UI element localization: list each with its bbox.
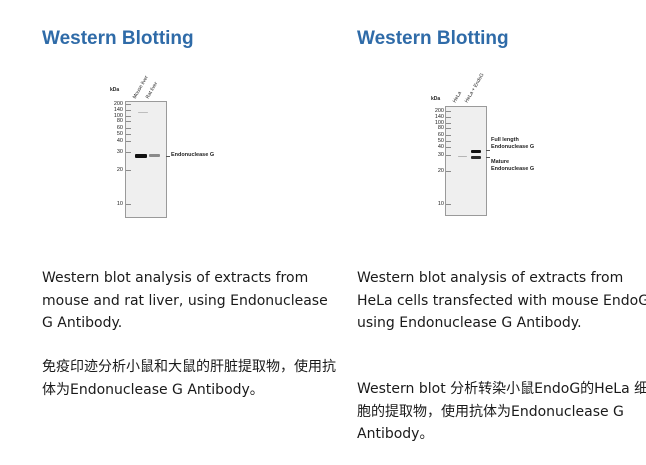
figure-panel-right: Western Blotting kDa 200 140 100 80 60 5…	[357, 0, 646, 465]
protein-band	[138, 112, 148, 113]
protein-band	[149, 154, 160, 157]
ladder-band	[446, 147, 451, 148]
ladder-band	[126, 170, 131, 171]
lane-label: Rat liver	[144, 81, 160, 100]
protein-band	[135, 154, 147, 158]
ladder-label: 10	[437, 201, 444, 207]
ladder-band	[126, 134, 131, 135]
ladder-label: 50	[437, 138, 444, 144]
lane-label: HeLa	[451, 90, 463, 104]
ladder-band	[446, 117, 451, 118]
figure-caption-english: Western blot analysis of extracts from m…	[42, 270, 328, 331]
band-annotation: Mature Endonuclease G	[491, 159, 534, 173]
ladder-label: 140	[113, 107, 123, 113]
ladder-band	[446, 111, 451, 112]
kda-label: kDa	[110, 87, 120, 93]
ladder-label: 20	[437, 168, 444, 174]
ladder-band	[446, 155, 451, 156]
ladder-label: 200	[434, 108, 444, 114]
ladder-band	[126, 204, 131, 205]
ladder-label: 30	[116, 149, 123, 155]
ladder-band	[446, 204, 451, 205]
ladder-label: 50	[116, 131, 123, 137]
band-annotation-line: Endonuclease G	[491, 166, 535, 172]
figure-panel-left: Western Blotting kDa 200 140 100 80 60 5…	[42, 0, 342, 465]
figure-caption-chinese: 免疫印迹分析小鼠和大鼠的肝脏提取物，使用抗体为Endonuclease G An…	[42, 359, 336, 398]
annotation-tick	[486, 157, 490, 158]
annotation-tick	[166, 156, 170, 157]
section-title: Western Blotting	[357, 28, 509, 49]
kda-label: kDa	[431, 96, 441, 102]
ladder-label: 100	[434, 120, 444, 126]
ladder-label: 10	[116, 201, 123, 207]
protein-band	[458, 156, 467, 157]
band-annotation-line: Full length	[491, 137, 519, 143]
ladder-band	[126, 128, 131, 129]
band-annotation: Endonuclease G	[171, 152, 215, 158]
ladder-label: 100	[113, 113, 123, 119]
ladder-band	[126, 104, 131, 105]
ladder-label: 140	[434, 114, 444, 120]
figure-caption-chinese: Western blot 分析转染小鼠EndoG的HeLa 细胞的提取物，使用抗…	[357, 381, 646, 442]
band-annotation-line: Endonuclease G	[491, 144, 535, 150]
ladder-band	[446, 135, 451, 136]
blot-membrane	[445, 106, 487, 216]
ladder-label: 40	[437, 144, 444, 150]
ladder-label: 60	[437, 132, 444, 138]
ladder-label: 40	[116, 138, 123, 144]
band-annotation-line: Mature	[491, 159, 510, 165]
ladder-band	[126, 110, 131, 111]
ladder-label: 80	[116, 118, 123, 124]
ladder-band	[446, 123, 451, 124]
blot-membrane	[125, 101, 167, 218]
ladder-label: 60	[116, 125, 123, 131]
ladder-label: 30	[437, 152, 444, 158]
figure-caption-english: Western blot analysis of extracts from H…	[357, 270, 646, 331]
annotation-tick	[486, 150, 490, 151]
ladder-band	[126, 121, 131, 122]
protein-band	[471, 150, 481, 153]
ladder-band	[126, 152, 131, 153]
ladder-band	[446, 171, 451, 172]
ladder-label: 200	[113, 101, 123, 107]
ladder-label: 20	[116, 167, 123, 173]
section-title: Western Blotting	[42, 28, 194, 49]
band-annotation: Full length Endonuclease G	[491, 137, 534, 151]
ladder-band	[126, 116, 131, 117]
protein-band	[471, 156, 481, 159]
western-blot-image: kDa 200 140 100 80 60 50 40 30 20 10 HeL…	[431, 72, 571, 222]
ladder-band	[446, 128, 451, 129]
ladder-band	[126, 141, 131, 142]
western-blot-image: kDa 200 140 100 80 60 50 40 30 20 10 Mou…	[110, 75, 250, 222]
ladder-label: 80	[437, 125, 444, 131]
lane-label: HeLa + EndoG	[463, 72, 486, 104]
ladder-band	[446, 141, 451, 142]
